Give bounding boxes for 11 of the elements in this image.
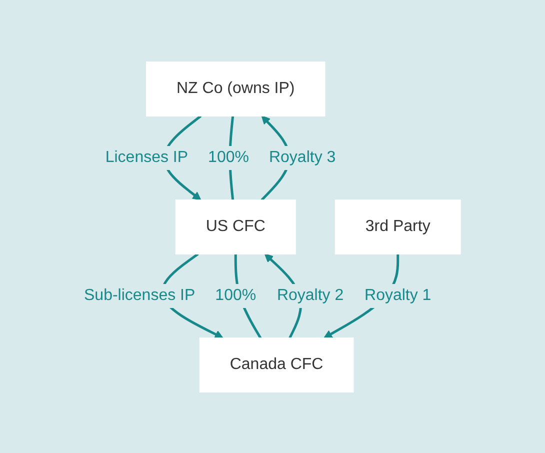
edge-label: 100% [216, 286, 256, 304]
node-box: 3rd Party [335, 199, 462, 254]
edge-label: Royalty 1 [364, 286, 432, 304]
node-box: US CFC [176, 199, 296, 254]
edge-label: Sub-licenses IP [84, 286, 196, 304]
edge-label: Licenses IP [106, 148, 188, 166]
node-box: NZ Co (owns IP) [146, 61, 326, 116]
edge-label: Royalty 3 [269, 148, 336, 166]
edge-label: Royalty 2 [277, 286, 344, 304]
edge-label: 100% [208, 148, 250, 166]
node-box: Canada CFC [200, 336, 354, 392]
